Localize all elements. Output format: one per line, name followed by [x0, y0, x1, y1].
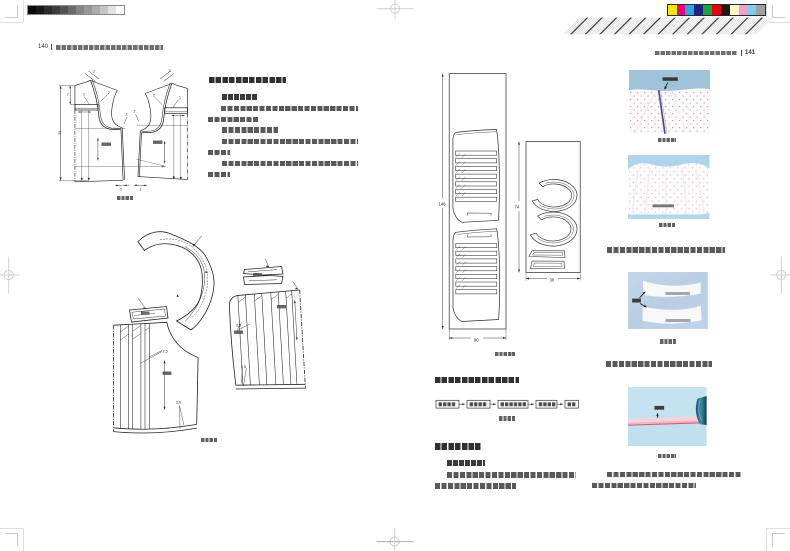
- svg-text:2: 2: [93, 70, 95, 74]
- svg-text:1: 1: [179, 96, 181, 100]
- svg-text:90: 90: [474, 338, 479, 343]
- svg-text:1: 1: [83, 93, 85, 97]
- svg-text:74: 74: [515, 205, 520, 210]
- svg-text:7: 7: [67, 93, 69, 97]
- svg-text:2: 2: [153, 94, 155, 98]
- svg-text:2: 2: [134, 110, 136, 114]
- svg-text:2: 2: [140, 188, 142, 192]
- svg-text:2: 2: [120, 188, 122, 192]
- svg-text:35: 35: [58, 131, 62, 135]
- svg-text:2.5: 2.5: [236, 324, 241, 328]
- svg-text:2.5: 2.5: [176, 401, 181, 405]
- svg-text:148: 148: [439, 202, 447, 207]
- svg-text:2.5: 2.5: [241, 365, 246, 369]
- svg-text:2: 2: [169, 69, 171, 73]
- svg-text:2: 2: [108, 91, 110, 95]
- svg-text:30: 30: [550, 278, 555, 283]
- svg-text:2.5: 2.5: [163, 350, 168, 354]
- svg-text:2: 2: [126, 113, 128, 117]
